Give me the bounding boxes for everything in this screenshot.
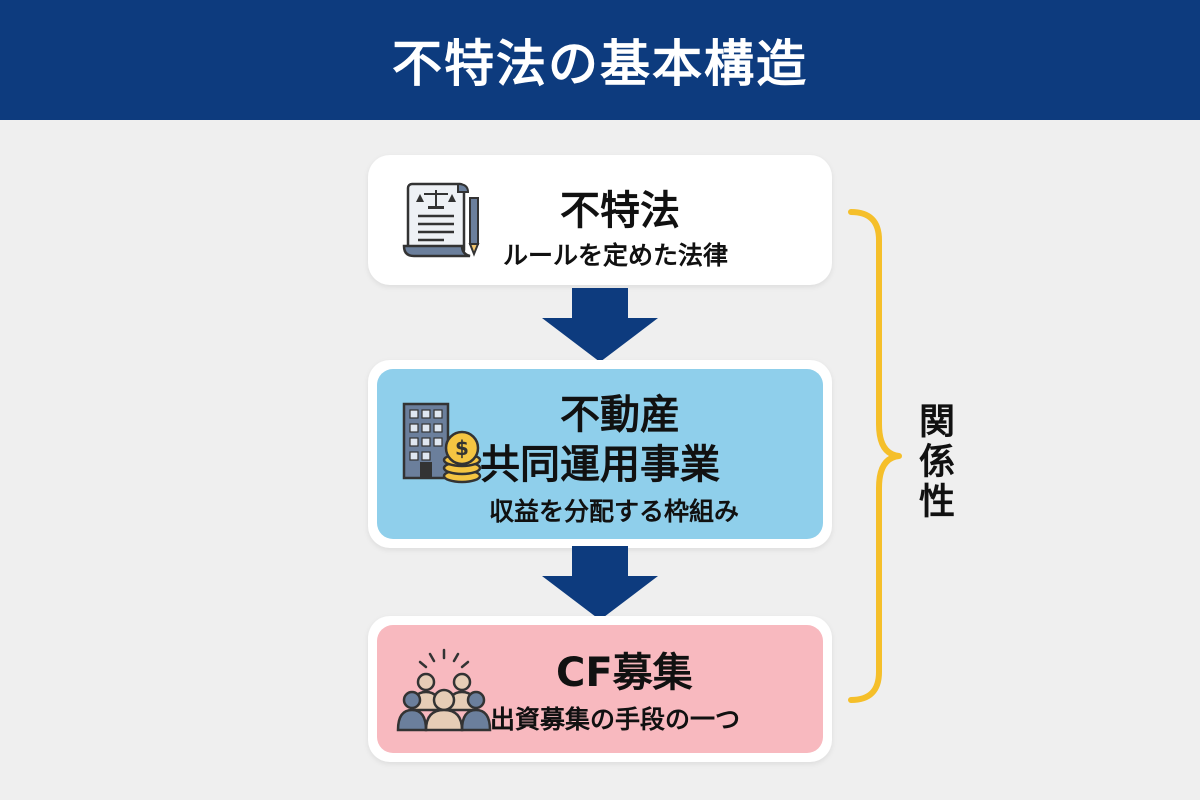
building-coins-icon: $ [402,402,482,484]
law-subtitle: ルールを定めた法律 [503,241,729,270]
business-title-line2: 共同運用事業 [480,442,720,488]
business-title-line1: 不動産 [560,392,680,438]
header-bar: 不特法の基本構造 [0,0,1200,120]
svg-text:$: $ [455,436,469,460]
page-title: 不特法の基本構造 [392,35,808,93]
cf-subtitle: 出資募集の手段の一つ [490,705,741,734]
cf-title: CF募集 [556,650,693,696]
down-arrow-1 [542,288,658,362]
cf-card [377,625,823,753]
business-subtitle: 収益を分配する枠組み [489,497,740,526]
down-arrow-2 [542,546,658,620]
crowd-people-icon [396,648,492,732]
relation-bracket [848,209,902,703]
legal-document-icon [402,182,480,258]
relation-label: 関係性 [913,402,954,522]
law-title: 不特法 [560,188,680,234]
